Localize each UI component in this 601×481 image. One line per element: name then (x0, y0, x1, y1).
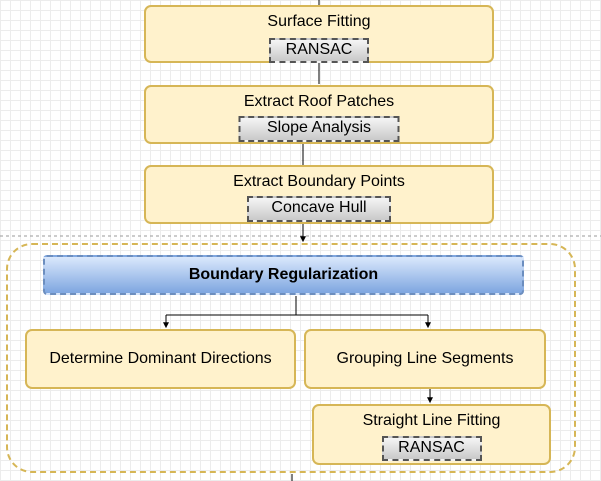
slope-analysis-method-tag[interactable]: Slope Analysis (238, 116, 400, 142)
boundary-regularization-header[interactable]: Boundary Regularization (43, 255, 524, 295)
extract-roof-patches-box[interactable]: Extract Roof Patches Slope Analysis (144, 85, 494, 144)
extract-boundary-points-title: Extract Boundary Points (233, 173, 405, 190)
ransac-method-tag[interactable]: RANSAC (269, 38, 369, 63)
straight-line-fitting-title: Straight Line Fitting (362, 412, 501, 429)
ransac-line-method-tag[interactable]: RANSAC (381, 436, 482, 461)
surface-fitting-title: Surface Fitting (267, 13, 371, 30)
extract-roof-patches-title: Extract Roof Patches (243, 93, 395, 110)
dominant-directions-box[interactable]: Determine Dominant Directions (25, 329, 296, 389)
grouping-line-segments-box[interactable]: Grouping Line Segments (304, 329, 546, 389)
grouping-line-segments-title: Grouping Line Segments (336, 350, 514, 367)
extract-boundary-points-box[interactable]: Extract Boundary Points Concave Hull (144, 165, 494, 224)
surface-fitting-box[interactable]: Surface Fitting RANSAC (144, 5, 494, 63)
concave-hull-method-tag[interactable]: Concave Hull (247, 196, 391, 222)
boundary-regularization-group (6, 243, 576, 473)
dominant-directions-title: Determine Dominant Directions (49, 350, 272, 367)
straight-line-fitting-box[interactable]: Straight Line Fitting RANSAC (312, 404, 551, 465)
